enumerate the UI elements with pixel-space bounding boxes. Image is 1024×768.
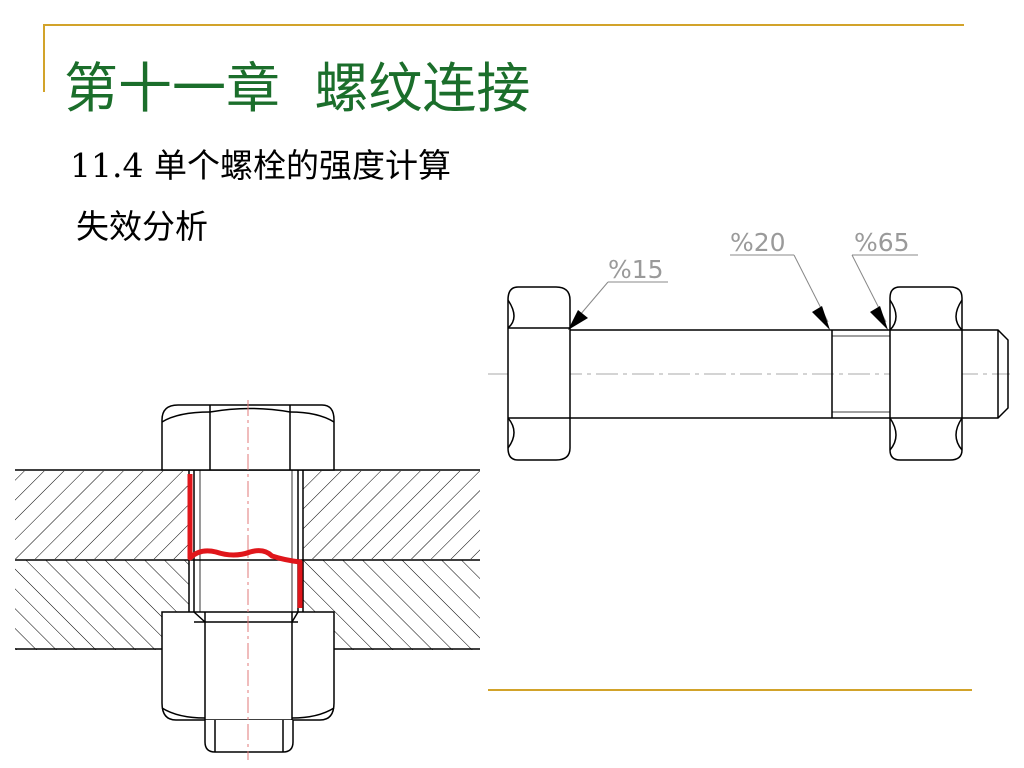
slide-subtitle: 11.4 单个螺栓的强度计算 — [70, 146, 451, 185]
bolt-head-side — [507, 286, 571, 461]
upper-plate-right — [303, 471, 480, 559]
annotation-nut-thread: %65 — [854, 228, 910, 257]
bottom-rule — [488, 689, 972, 691]
annotation-head-fillet: %15 — [608, 255, 664, 284]
top-rule — [43, 24, 964, 26]
left-rule — [43, 24, 45, 92]
failure-line — [187, 474, 303, 608]
bolt-side-view — [488, 286, 1010, 461]
bolt-joint-section — [15, 400, 480, 760]
slide-title: 第十一章 螺纹连接 — [64, 57, 531, 120]
leader-arrowheads — [568, 306, 888, 330]
lower-plate-left — [15, 560, 189, 650]
upper-plate-left — [15, 471, 189, 559]
annotation-thread-runout: %20 — [730, 228, 786, 257]
nut-side — [889, 286, 963, 461]
section-heading: 失效分析 — [76, 207, 208, 246]
